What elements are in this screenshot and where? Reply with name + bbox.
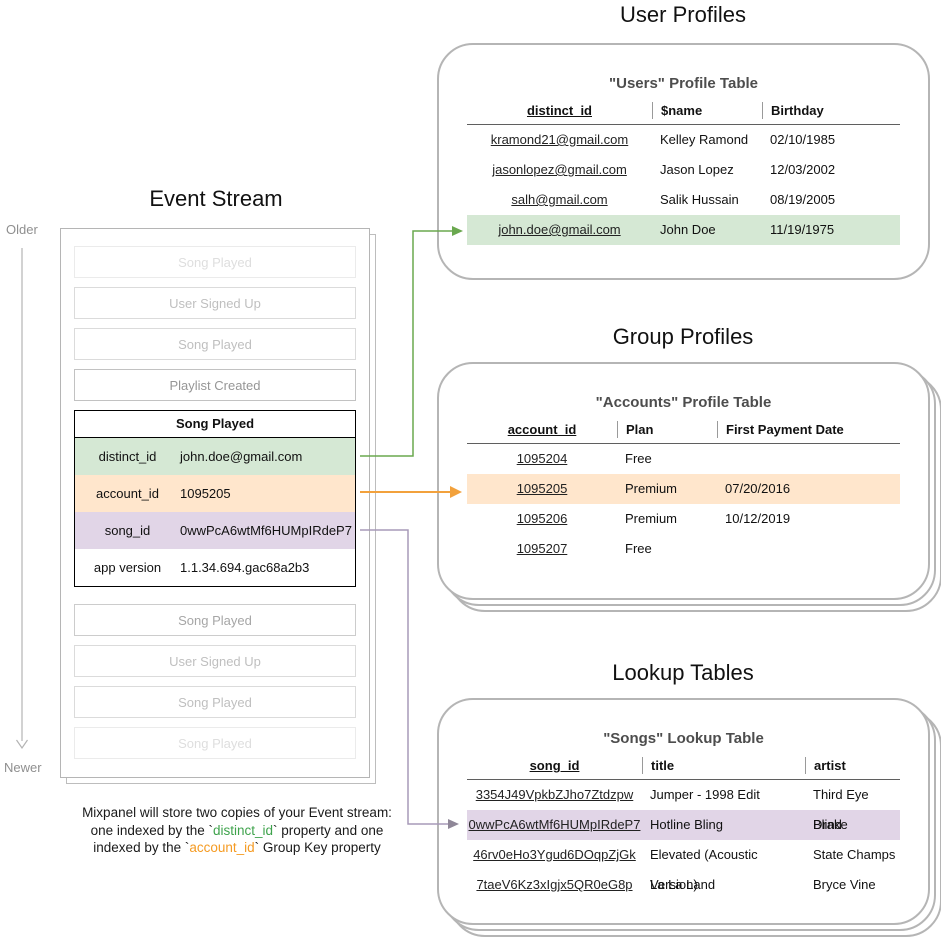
column-header: account_id [507,422,577,437]
column-header: title [642,757,805,774]
property-value: 0wwPcA6wtMf6HUMpIRdeP7 [180,523,352,538]
column-header: Plan [617,421,717,438]
user-profiles-title: User Profiles [620,2,746,27]
column-header: Birthday [762,102,900,119]
event-item: Song Played [74,727,356,759]
event-item: Song Played [74,328,356,360]
event-item: Song Played [74,604,356,636]
caption-line-1: Mixpanel will store two copies of your E… [82,805,392,820]
event-item: User Signed Up [74,645,356,677]
header-divider [467,443,900,444]
table-row: kramond21@gmail.com Kelley Ramond 02/10/… [490,132,836,147]
event-stream-title: Event Stream [149,186,283,211]
caption: Mixpanel will store two copies of your E… [28,804,446,857]
event-item: Playlist Created [74,369,356,401]
group-profiles-title: Group Profiles [612,324,754,349]
accounts-table-header: account_id Plan First Payment Date [467,421,900,438]
table-row: jasonlopez@gmail.com Jason Lopez 12/03/2… [492,162,836,177]
songs-table: song_id title artist 3354J49VpkbZJho7Ztd… [467,757,900,900]
accounts-card-title: "Accounts" Profile Table [595,394,772,411]
property-key: distinct_id [98,449,157,464]
event-stream-box: Song Played User Signed Up Song Played P… [60,228,370,778]
table-row: 1095204 Free [516,451,652,466]
older-label: Older [6,222,38,237]
column-header: song_id [529,758,580,773]
table-row: 46rv0eHo3Ygud6DOqpZjGk Elevated (Acousti… [473,847,896,892]
distinct-id-code: distinct_id [212,822,274,838]
event-item: User Signed Up [74,287,356,319]
table-row: 1095206 Premium 10/12/2019 [516,511,791,526]
timeline-arrow [16,248,28,750]
event-property-row-distinct-id: distinct_id john.doe@gmail.com [75,438,355,475]
account-id-code: account_id [189,840,255,855]
table-row-highlighted-green: john.doe@gmail.com John Doe 11/19/1975 [467,215,900,245]
column-header: distinct_id [526,103,592,118]
header-divider [467,779,900,780]
songs-lookup-card: "Songs" Lookup Table song_id title artis… [437,698,930,925]
header-divider [467,124,900,125]
accounts-profile-card: "Accounts" Profile Table account_id Plan… [437,362,930,600]
table-row: salh@gmail.com Salik Hussain 08/19/2005 [511,192,836,207]
column-header: First Payment Date [717,421,900,438]
users-table-header: distinct_id $name Birthday [467,102,900,119]
event-item: Song Played [74,686,356,718]
table-row: 7taeV6Kz3xIgjx5QR0eG8p La La Land Bryce … [476,877,876,892]
property-key: song_id [104,523,151,538]
table-row: 3354J49VpkbZJho7Ztdzpw Jumper - 1998 Edi… [475,787,869,832]
property-key: account_id [96,486,159,501]
property-value: 1.1.34.694.gac68a2b3 [180,560,310,575]
property-value: john.doe@gmail.com [180,449,303,464]
caption-line-3: indexed by the `account_id` Group Key pr… [93,840,381,855]
accounts-table: account_id Plan First Payment Date 10952… [467,421,900,564]
songs-card-title: "Songs" Lookup Table [603,730,764,747]
column-header: $name [652,102,762,119]
column-header: artist [805,757,900,774]
songs-table-header: song_id title artist [467,757,900,774]
users-profile-card: "Users" Profile Table distinct_id $name … [437,43,930,280]
users-card-title: "Users" Profile Table [609,75,758,92]
property-key: app version [93,560,162,575]
song-played-event-table: Song Played distinct_id john.doe@gmail.c… [74,410,356,587]
event-property-row-song-id: song_id 0wwPcA6wtMf6HUMpIRdeP7 [75,512,355,549]
users-table: distinct_id $name Birthday kramond21@gma… [467,102,900,245]
property-value: 1095205 [180,486,231,501]
table-row: 1095207 Free [516,541,652,556]
event-property-row-account-id: account_id 1095205 [75,475,355,512]
lookup-tables-title: Lookup Tables [612,660,754,685]
event-table-title: Song Played [75,411,355,438]
event-property-row-app-version: app version 1.1.34.694.gac68a2b3 [75,549,355,586]
newer-label: Newer [4,760,42,775]
caption-line-2: one indexed by the `distinct_id` propert… [90,822,384,838]
event-item: Song Played [74,246,356,278]
table-row-highlighted-purple: 0wwPcA6wtMf6HUMpIRdeP7 Hotline Bling Dra… [467,810,900,840]
table-row-highlighted-orange: 1095205 Premium 07/20/2016 [467,474,900,504]
